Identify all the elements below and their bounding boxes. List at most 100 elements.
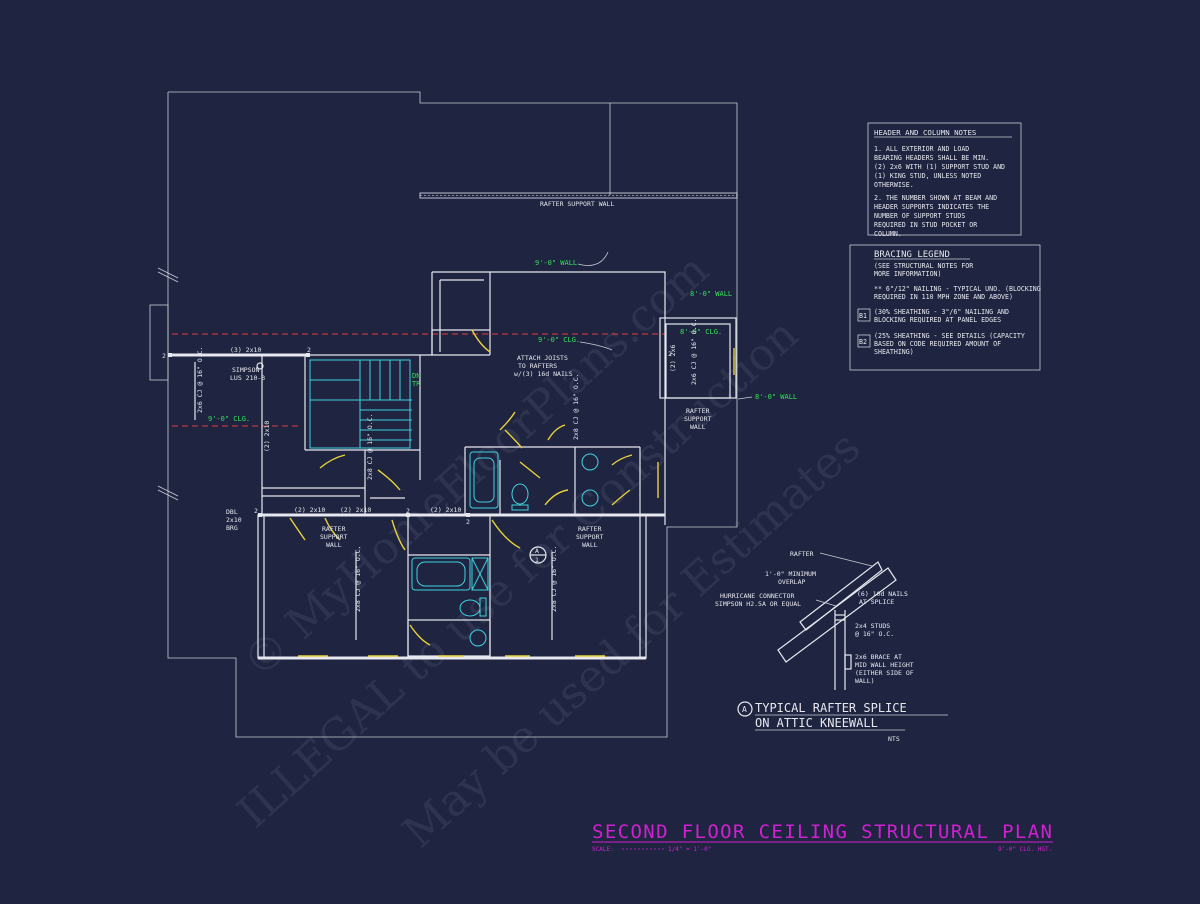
section-num-tag: 1 bbox=[535, 556, 539, 564]
rafter-support-wall-label: RAFTER SUPPORT WALL bbox=[540, 200, 614, 208]
detail-title-1: TYPICAL RAFTER SPLICE bbox=[755, 701, 907, 715]
header-notes-title: HEADER AND COLUMN NOTES bbox=[874, 128, 976, 137]
rsw-right-2: SUPPORT bbox=[684, 415, 711, 423]
hurricane-label-2: SIMPSON H2.5A OR EQUAL bbox=[715, 600, 801, 608]
detail-tag: A bbox=[742, 705, 747, 714]
header-note-line: NUMBER OF SUPPORT STUDS bbox=[874, 212, 965, 220]
detail-title-2: ON ATTIC KNEEWALL bbox=[755, 716, 878, 730]
stair-dn-label: DN bbox=[412, 372, 420, 380]
dbl-label-3: BRG bbox=[226, 524, 238, 532]
bracing-subtitle: (SEE STRUCTURAL NOTES FOR bbox=[874, 262, 973, 270]
scale-label: SCALE: bbox=[592, 846, 614, 853]
studs-label-2: @ 16" O.C. bbox=[855, 630, 894, 638]
bracing-legend-title: BRACING LEGEND bbox=[874, 250, 950, 260]
rsw-left-2: SUPPORT bbox=[320, 533, 347, 541]
ceiling-height-annotations: 9'-0" WALL 8'-0" WALL 8'-0" CLG. 9'-0" C… bbox=[208, 251, 797, 423]
b2-line: (25% SHEATHING - SEE DETAILS (CAPACITY bbox=[874, 332, 1025, 340]
cj-lower-left-label: 2x8 CJ @ 16" O.C. bbox=[354, 545, 362, 612]
bracing-item-1: ** 6"/12" NAILING - TYPICAL UNO. (BLOCKI… bbox=[874, 285, 1041, 293]
ridge-lines bbox=[172, 333, 665, 427]
dbl-label-2: 2x10 bbox=[226, 516, 242, 524]
header-2x6-vert: (2) 2x6 bbox=[669, 345, 677, 372]
attach-label-2: TO RAFTERS bbox=[518, 362, 557, 370]
header-2x10-b: (2) 2x10 bbox=[340, 506, 371, 514]
rsw-mid-1: RAFTER bbox=[578, 525, 602, 533]
detail-scale: NTS bbox=[888, 735, 900, 743]
stud-count-6: 2 bbox=[668, 350, 672, 358]
b1-line: BLOCKING REQUIRED AT PANEL EDGES bbox=[874, 316, 1001, 324]
rafter-support-wall-top: RAFTER SUPPORT WALL bbox=[419, 192, 738, 208]
roof-outline bbox=[149, 91, 738, 738]
studs-label-1: 2x4 STUDS bbox=[855, 622, 890, 630]
rsw-left-3: WALL bbox=[326, 541, 342, 549]
doors bbox=[289, 329, 735, 657]
clg-9-center-label: 9'-0" CLG. bbox=[538, 336, 580, 344]
attach-label-1: ATTACH JOISTS bbox=[517, 354, 568, 362]
rsw-right-1: RAFTER bbox=[686, 407, 710, 415]
hurricane-label-1: HURRICANE CONNECTOR bbox=[720, 592, 794, 600]
header-2x10-a: (2) 2x10 bbox=[294, 506, 325, 514]
nails-label-1: (6) 10d NAILS bbox=[857, 590, 908, 598]
b1-tag: B1 bbox=[859, 312, 867, 320]
stair-tr-label: TR bbox=[412, 380, 421, 388]
stairs: DN TR bbox=[309, 359, 421, 449]
rsw-mid-2: SUPPORT bbox=[576, 533, 603, 541]
bracing-item-1: REQUIRED IN 110 MPH ZONE AND ABOVE) bbox=[874, 293, 1013, 301]
rsw-mid-3: WALL bbox=[582, 541, 598, 549]
header-note-line: BEARING HEADERS SHALL BE MIN. bbox=[874, 154, 989, 162]
structural-labels: (3) 2x10 SIMPSON LUS 210-3 ATTACH JOISTS… bbox=[162, 318, 711, 640]
title-block: SECOND FLOOR CEILING STRUCTURAL PLAN SCA… bbox=[592, 821, 1053, 853]
simpson-label-2: LUS 210-3 bbox=[230, 374, 265, 382]
stud-count-2: 2 bbox=[307, 346, 311, 354]
section-a-tag: A bbox=[535, 547, 539, 555]
stud-count-5: 2 bbox=[466, 518, 470, 526]
house-walls bbox=[168, 271, 737, 660]
header-note-line: 1. ALL EXTERIOR AND LOAD bbox=[874, 145, 969, 153]
sheet-title: SECOND FLOOR CEILING STRUCTURAL PLAN bbox=[592, 821, 1052, 843]
rafter-splice-detail: RAFTER 1'-0" MINIMUM OVERLAP HURRICANE C… bbox=[715, 550, 948, 743]
header-note-line: (2) 2x6 WITH (1) SUPPORT STUD AND bbox=[874, 163, 1005, 171]
clg-9-left-label: 9'-0" CLG. bbox=[208, 415, 250, 423]
header-2x10-vert: (2) 2x10 bbox=[263, 421, 271, 452]
rsw-left-1: RAFTER bbox=[322, 525, 346, 533]
header-note-line: REQUIRED IN STUD POCKET OR bbox=[874, 221, 977, 229]
brace-label-2: MID WALL HEIGHT bbox=[855, 661, 914, 669]
stud-count-3: 2 bbox=[254, 507, 258, 515]
header-note-line: OTHERWISE. bbox=[874, 181, 914, 189]
brace-label-4: WALL) bbox=[855, 677, 875, 685]
detail-rafter-label: RAFTER bbox=[790, 550, 814, 558]
cj-left-label: 2x6 CJ @ 16" O.C. bbox=[196, 346, 204, 413]
scale-value: 1/4" = 1'-0" bbox=[668, 846, 711, 853]
header-note-line: 2. THE NUMBER SHOWN AT BEAM AND bbox=[874, 194, 997, 202]
attach-label-3: w/(3) 16d NAILS bbox=[514, 370, 573, 378]
wall-8-right-bottom-label: 8'-0" WALL bbox=[755, 393, 797, 401]
stud-count-4: 2 bbox=[406, 507, 410, 515]
nails-label-2: AT SPLICE bbox=[859, 598, 894, 606]
header-note-line: COLUMN. bbox=[874, 230, 902, 238]
ceiling-height: 9'-0" CLG. HGT. bbox=[998, 846, 1052, 853]
overlap-label-2: OVERLAP bbox=[778, 578, 805, 586]
wall-9-top-label: 9'-0" WALL bbox=[535, 259, 577, 267]
header-note-line: (1) KING STUD, UNLESS NOTED bbox=[874, 172, 981, 180]
b2-line: BASED ON CODE REQUIRED AMOUNT OF bbox=[874, 340, 1001, 348]
stud-count-1: 2 bbox=[162, 352, 166, 360]
bracing-legend: BRACING LEGEND (SEE STRUCTURAL NOTES FOR… bbox=[849, 244, 1041, 371]
b1-line: (30% SHEATHING - 3"/6" NAILING AND bbox=[874, 308, 1009, 316]
cj-mid-right-label: 2x8 CJ @ 16" O.C. bbox=[572, 373, 580, 440]
b2-line: SHEATHING) bbox=[874, 348, 914, 356]
bracing-subtitle: MORE INFORMATION) bbox=[874, 270, 942, 278]
cj-mid-left-label: 2x8 CJ @ 16" O.C. bbox=[366, 413, 374, 480]
rsw-right-3: WALL bbox=[690, 423, 706, 431]
header-column-notes: HEADER AND COLUMN NOTES 1. ALL EXTERIOR … bbox=[867, 122, 1022, 238]
clg-8-label: 8'-0" CLG. bbox=[680, 328, 722, 336]
header-2x10-top: (3) 2x10 bbox=[230, 346, 261, 354]
dbl-label-1: DBL bbox=[226, 508, 238, 516]
header-2x10-c: (2) 2x10 bbox=[430, 506, 461, 514]
wall-8-right-top-label: 8'-0" WALL bbox=[690, 290, 732, 298]
cj-right-label: 2x6 CJ @ 16" O.C. bbox=[690, 318, 698, 385]
cj-lower-right-label: 2x8 CJ @ 16" O.C. bbox=[550, 545, 558, 612]
overlap-label-1: 1'-0" MINIMUM bbox=[765, 570, 816, 578]
b2-tag: B2 bbox=[859, 338, 867, 346]
